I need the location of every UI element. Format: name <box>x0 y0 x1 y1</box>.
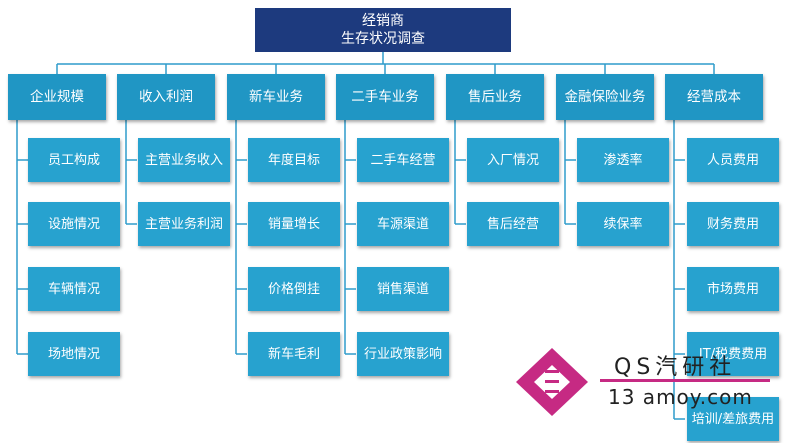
item-main-business-revenue: 主营业务收入 <box>138 138 230 182</box>
item-marketing-cost: 市场费用 <box>687 267 779 311</box>
item-vehicle-status: 车辆情况 <box>28 267 120 311</box>
item-sales-growth: 销量增长 <box>248 202 340 246</box>
watermark-logo-icon <box>516 348 588 416</box>
item-annual-target: 年度目标 <box>248 138 340 182</box>
item-new-car-margin: 新车毛利 <box>248 332 340 376</box>
item-price-inversion: 价格倒挂 <box>248 267 340 311</box>
category-revenue-profit: 收入利润 <box>117 74 215 120</box>
item-site-status: 场地情况 <box>28 332 120 376</box>
item-sales-channel: 销售渠道 <box>357 267 449 311</box>
root-title-line1: 经销商 <box>362 13 404 29</box>
category-used-car-business: 二手车业务 <box>336 74 434 120</box>
watermark-brand-name: QS汽研社 <box>614 355 737 380</box>
category-new-car-business: 新车业务 <box>227 74 325 120</box>
item-training-travel-cost: 培训/差旅费用 <box>687 397 779 441</box>
item-personnel-cost: 人员费用 <box>687 138 779 182</box>
item-financial-cost: 财务费用 <box>687 202 779 246</box>
category-operating-cost: 经营成本 <box>665 74 763 120</box>
item-penetration-rate: 渗透率 <box>577 138 669 182</box>
root-node: 经销商 生存状况调查 <box>255 8 511 52</box>
root-title-line2: 生存状况调查 <box>341 31 425 47</box>
item-renewal-rate: 续保率 <box>577 202 669 246</box>
watermark: QS汽研社 13 amoy.com <box>512 345 782 420</box>
item-employee-structure: 员工构成 <box>28 138 120 182</box>
item-vehicle-source-channel: 车源渠道 <box>357 202 449 246</box>
item-workshop-intake: 入厂情况 <box>467 138 559 182</box>
item-industry-policy-impact: 行业政策影响 <box>357 332 449 376</box>
category-finance-insurance: 金融保险业务 <box>556 74 654 120</box>
watermark-divider <box>600 379 770 382</box>
item-main-business-profit: 主营业务利润 <box>138 202 230 246</box>
item-facility-status: 设施情况 <box>28 202 120 246</box>
watermark-url: 13 amoy.com <box>608 385 753 409</box>
item-after-sales-operation: 售后经营 <box>467 202 559 246</box>
category-after-sales: 售后业务 <box>446 74 544 120</box>
category-enterprise-scale: 企业规模 <box>8 74 106 120</box>
item-it-tax-cost: IT/税费费用 <box>687 332 779 376</box>
item-used-car-operation: 二手车经营 <box>357 138 449 182</box>
